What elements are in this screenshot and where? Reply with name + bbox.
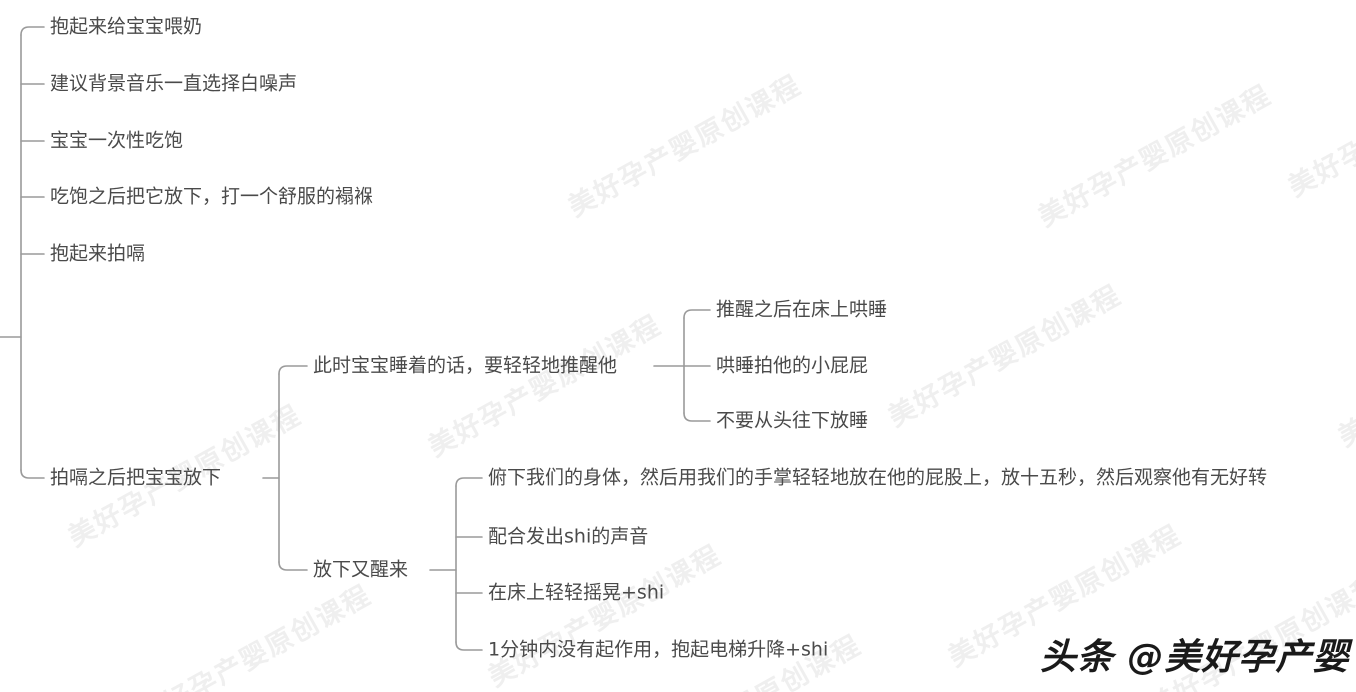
mindmap-node-n2[interactable]: 建议背景音乐一直选择白噪声 [50,72,298,95]
mindmap-node-n15[interactable]: 1分钟内没有起作用，抱起电梯升降+shi [488,638,829,661]
mindmap-node-n9[interactable]: 推醒之后在床上哄睡 [716,298,888,321]
brand-logo: 头条 @美好孕产婴 [1040,637,1350,678]
mindmap-node-n3[interactable]: 宝宝一次性吃饱 [50,129,184,152]
mindmap-node-n14[interactable]: 在床上轻轻摇晃+shi [488,581,665,604]
mindmap-node-n10[interactable]: 哄睡拍他的小屁屁 [716,354,869,377]
mindmap-node-n4[interactable]: 吃饱之后把它放下，打一个舒服的褟褓 [50,185,374,208]
mindmap-node-n1[interactable]: 抱起来给宝宝喂奶 [50,15,203,38]
mindmap-node-n5[interactable]: 抱起来拍嗝 [50,242,146,265]
mindmap-node-n11[interactable]: 不要从头往下放睡 [716,409,869,432]
mindmap-node-n6[interactable]: 拍嗝之后把宝宝放下 [50,466,222,489]
mindmap-node-n13[interactable]: 配合发出shi的声音 [488,525,649,548]
mindmap-node-n7[interactable]: 此时宝宝睡着的话，要轻轻地推醒他 [313,354,618,377]
mindmap-node-n12[interactable]: 俯下我们的身体，然后用我们的手掌轻轻地放在他的屁股上，放十五秒，然后观察他有无好… [488,466,1268,489]
mindmap-node-n8[interactable]: 放下又醒来 [313,558,409,581]
